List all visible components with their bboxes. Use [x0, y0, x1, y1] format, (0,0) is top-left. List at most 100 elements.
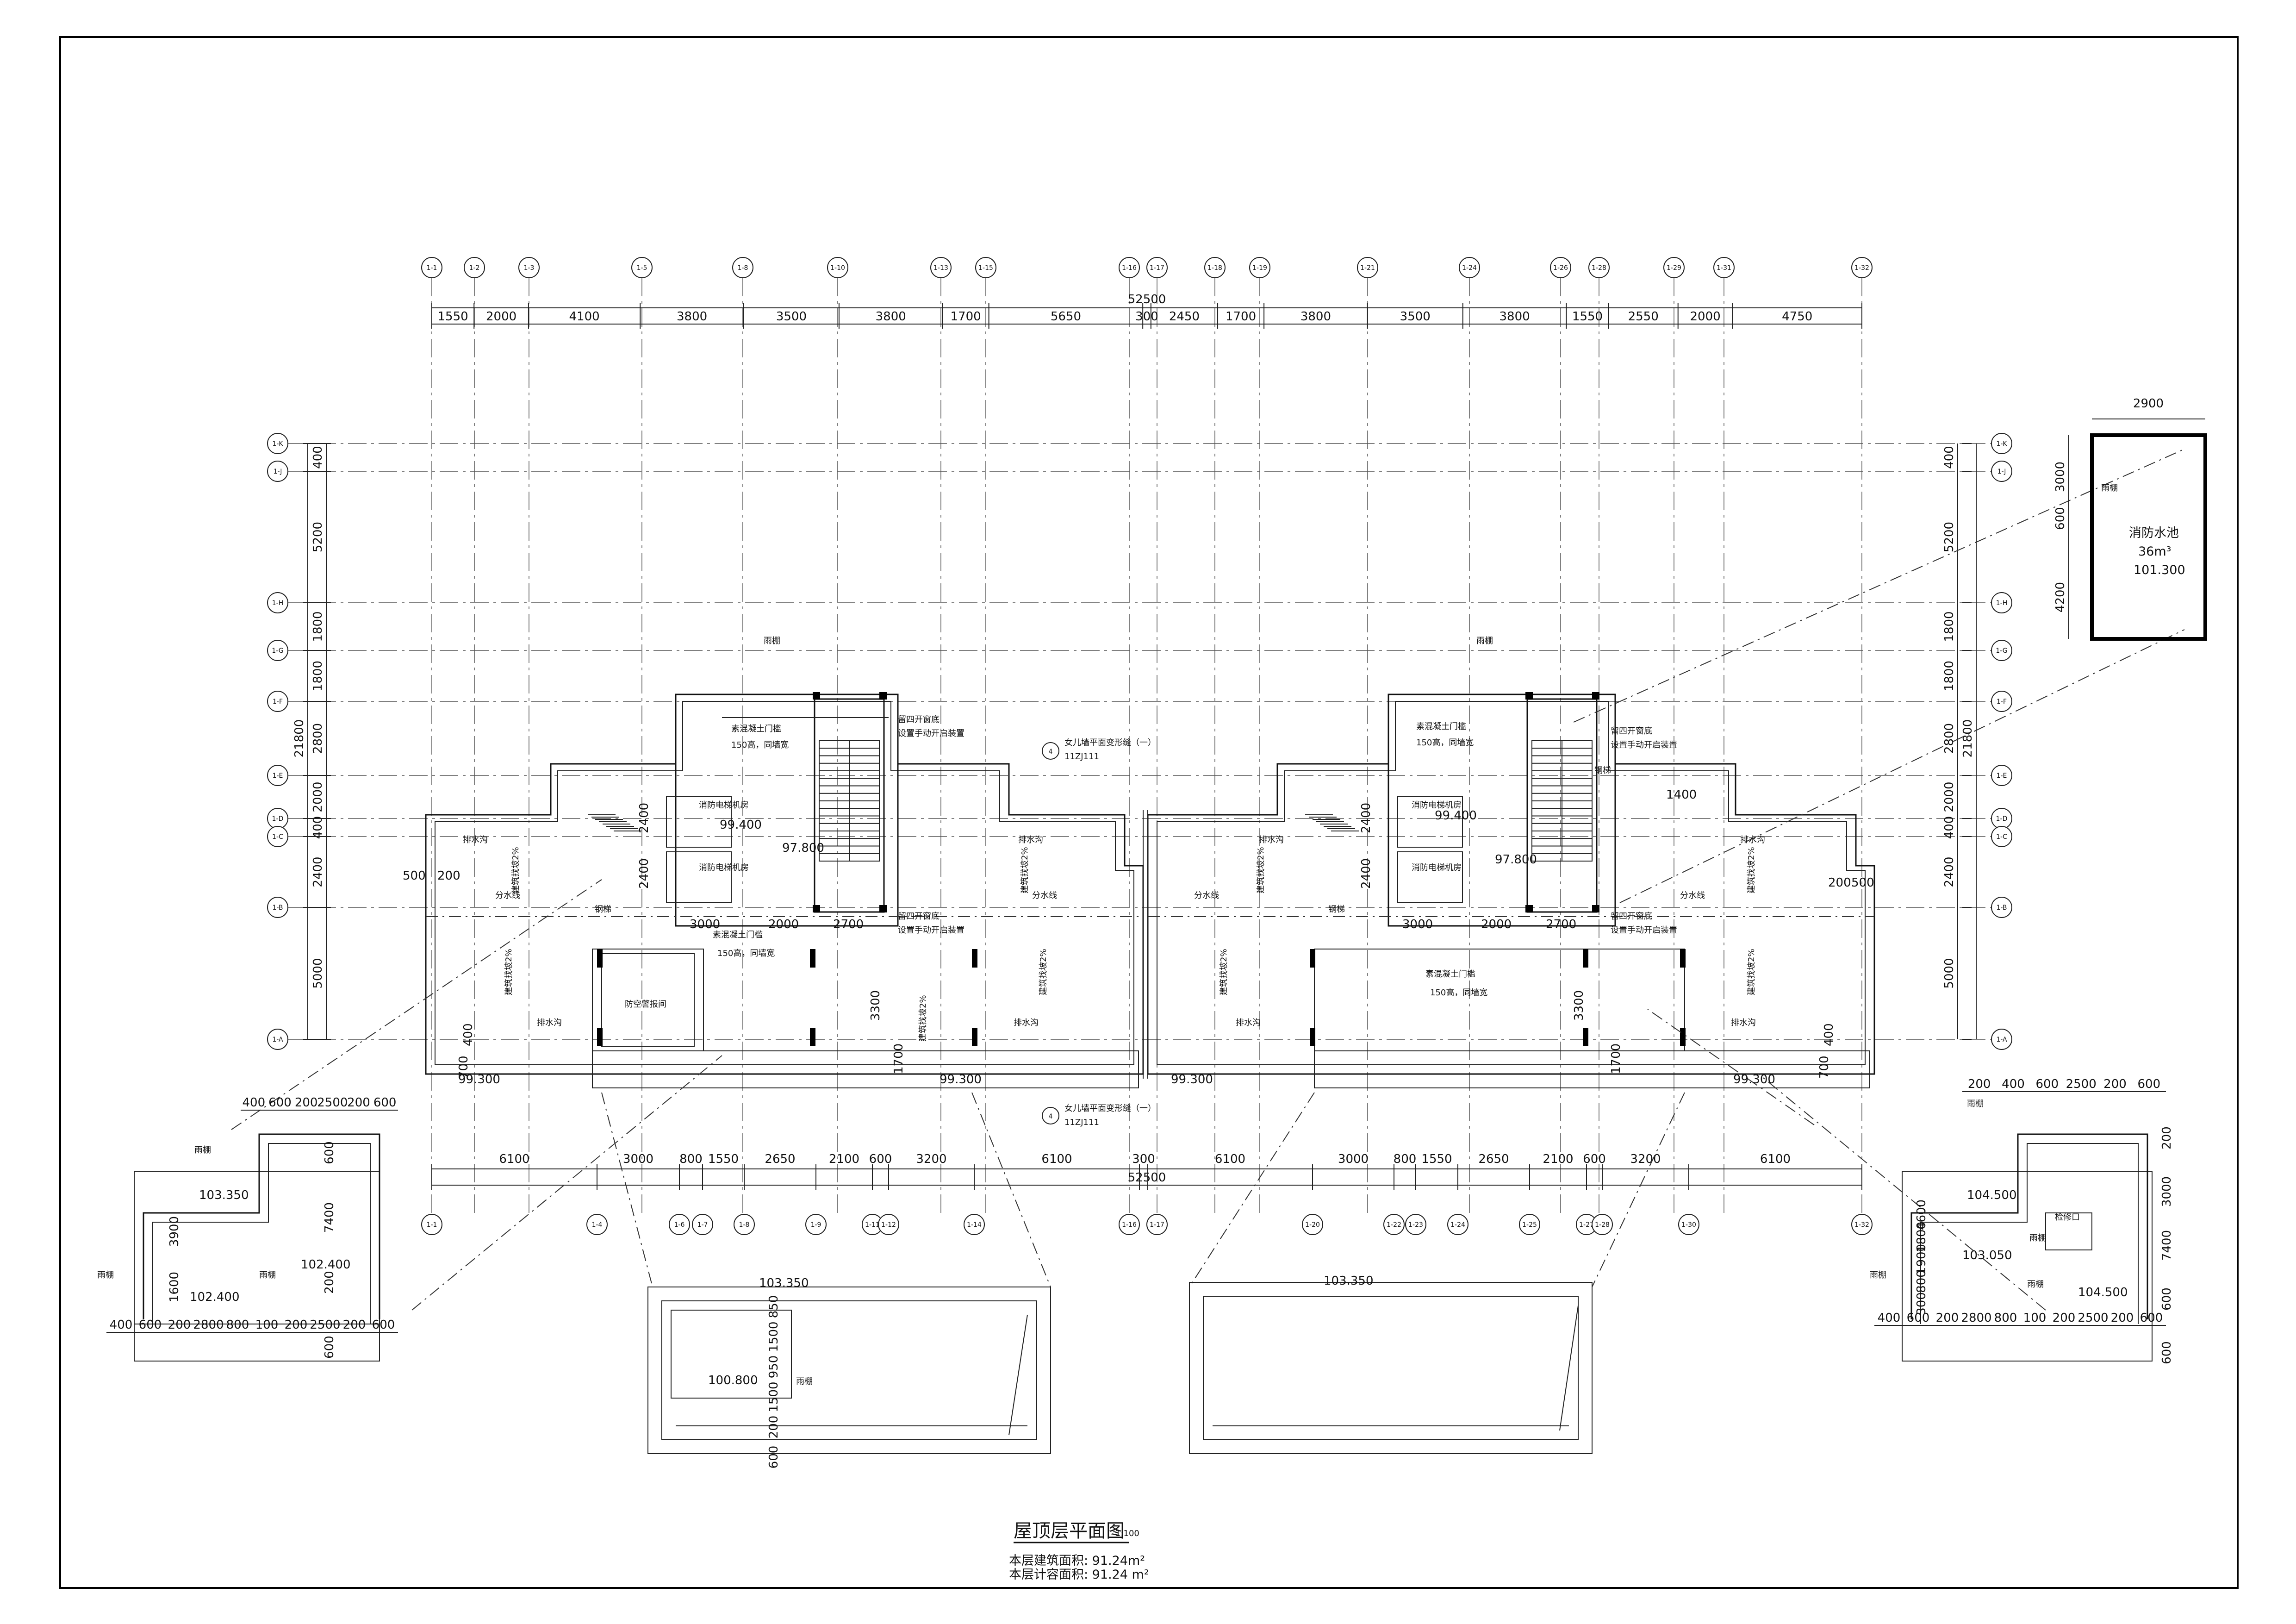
dim-2000-l: 2000 — [768, 918, 799, 931]
door-note-l4: 150高，同墙宽 — [717, 949, 775, 958]
axis-bubble — [421, 257, 442, 278]
roof-elev-b: 100.800 — [708, 1374, 758, 1387]
right-canopy-label: 雨棚 — [1967, 1099, 1984, 1109]
axis-label-top: 1-13 — [933, 264, 948, 272]
axis-label-bottom: 1-11 — [865, 1221, 880, 1229]
axis-label-top: 1-16 — [1122, 264, 1137, 272]
detail-dim-v: 3900 — [168, 1216, 181, 1247]
right-canopy-label-2: 雨棚 — [1870, 1270, 1886, 1280]
axis-label-bottom: 1-30 — [1681, 1221, 1696, 1229]
right-elev-b: 103.050 — [1962, 1249, 2012, 1262]
dim-top-seg: 1700 — [1226, 310, 1256, 324]
fire-tank-detail: 2900 3000 600 4200 雨棚 消防水池 36m³ 101.300 — [2053, 397, 2207, 641]
axis-bubble — [732, 257, 753, 278]
door-note-l3: 素混凝土门槛 — [713, 930, 763, 940]
dim-500-r: 500 — [1851, 876, 1874, 890]
axis-label-bottom: 1-32 — [1854, 1221, 1869, 1229]
drawing-title: 屋顶层平面图 — [1014, 1520, 1125, 1542]
expansion-joint — [1143, 810, 1148, 1079]
axis-label-top: 1-2 — [469, 264, 480, 272]
detail-dim: 400 — [243, 1096, 266, 1110]
fire-tank-label: 消防水池 — [2129, 526, 2179, 540]
axis-bubble — [1550, 257, 1571, 278]
dim-top-seg: 3500 — [776, 310, 807, 324]
left-canopy-label-2: 雨棚 — [97, 1270, 114, 1280]
detail-dim: 2500 — [317, 1096, 348, 1110]
dim-700-l: 700 — [457, 1056, 471, 1079]
axis-label-bottom: 1-8 — [739, 1221, 750, 1229]
axis-bubble — [1991, 433, 2012, 454]
axis-bubble — [1447, 1214, 1468, 1235]
drawing-scale: 1:100 — [1115, 1529, 1139, 1538]
axis-bubble — [421, 1214, 442, 1235]
axis-bubble — [1851, 1214, 1873, 1235]
detail-dim-v: 300 — [1915, 1292, 1929, 1315]
elev-e2: 97.800 — [782, 841, 824, 855]
axis-label-bottom: 1-22 — [1387, 1221, 1401, 1229]
detail-dim: 600 — [373, 1096, 397, 1110]
detail-dim-v: 800 — [1915, 1270, 1929, 1293]
dim-top-seg: 3500 — [1400, 310, 1431, 324]
dim-side-seg: 2400 — [1942, 856, 1956, 887]
axis-bubble — [1588, 257, 1610, 278]
detail-dim-v: 7400 — [323, 1202, 336, 1233]
detail-dim: 200 — [168, 1318, 191, 1332]
axis-label-bottom: 1-28 — [1595, 1221, 1610, 1229]
dim-200-l: 200 — [437, 869, 460, 883]
axis-bubble — [267, 765, 288, 786]
detail-dim-v: 1900 — [1915, 1244, 1929, 1274]
axis-label-top: 1-21 — [1360, 264, 1375, 272]
axis-label-bottom: 1-14 — [967, 1221, 982, 1229]
dim-top-seg: 2000 — [486, 310, 516, 324]
axis-label-right: 1-D — [1996, 815, 2008, 823]
axis-label-right: 1-G — [1996, 647, 2007, 655]
divide-3: 分水线 — [1194, 891, 1219, 900]
vent-note-l4: 设置手动开启装置 — [898, 925, 964, 935]
vent-note-r1: 留四开窗底 — [1611, 726, 1652, 736]
elev-e3c: 99.300 — [1171, 1073, 1213, 1087]
axis-bubble — [267, 826, 288, 847]
axis-bubble — [669, 1214, 690, 1235]
dim-side-seg: 5000 — [311, 958, 325, 988]
axis-bubble — [1713, 257, 1735, 278]
axis-label-left: 1-E — [273, 772, 283, 780]
parapet-code-1: 11ZJ111 — [1064, 752, 1099, 762]
dim-bottom-seg: 600 — [869, 1152, 892, 1166]
gutter-6: 排水沟 — [1236, 1018, 1261, 1028]
door-note-l1: 素混凝土门槛 — [731, 724, 781, 734]
axis-label-top: 1-1 — [427, 264, 437, 272]
dim-top-seg: 2550 — [1628, 310, 1659, 324]
axis-label-right: 1-K — [1996, 440, 2007, 448]
dim-bottom-seg: 2100 — [829, 1152, 859, 1166]
axis-label-left: 1-D — [272, 815, 284, 823]
dim-2700-r: 2700 — [1546, 918, 1576, 931]
dim-side-seg: 2000 — [311, 781, 325, 812]
axis-label-right: 1-C — [1996, 833, 2007, 841]
axis-bubble — [1146, 1214, 1168, 1235]
axis-bubble — [267, 691, 288, 712]
stair-left — [588, 740, 880, 862]
gutter-5: 排水沟 — [1259, 835, 1284, 845]
dim-bottom-seg: 6100 — [499, 1152, 529, 1166]
axis-label-top: 1-24 — [1462, 264, 1477, 272]
axis-label-right: 1-H — [1996, 600, 2008, 607]
roof-elev-a: 103.350 — [759, 1276, 809, 1290]
axis-bubble — [1383, 1214, 1405, 1235]
axis-bubble — [930, 257, 952, 278]
detail-dim: 200 — [2053, 1311, 2076, 1325]
dim-top-seg: 1550 — [438, 310, 468, 324]
dim-side-seg: 2000 — [1942, 781, 1956, 812]
axis-bubble — [518, 257, 540, 278]
left-canopy-label-3: 雨棚 — [259, 1270, 276, 1280]
axis-bubble — [631, 257, 653, 278]
gutter-1: 排水沟 — [463, 835, 488, 845]
detail-dim: 600 — [139, 1318, 162, 1332]
dim-bottom-seg: 800 — [1394, 1152, 1417, 1166]
axis-bubble — [827, 257, 848, 278]
detail-dim-v: 7400 — [2160, 1230, 2174, 1261]
dim-3000-l: 3000 — [690, 918, 720, 931]
elevator-room-r2: 消防电梯机房 — [1412, 863, 1462, 873]
axis-bubble — [1991, 897, 2012, 918]
detail-dim: 600 — [2138, 1077, 2161, 1091]
